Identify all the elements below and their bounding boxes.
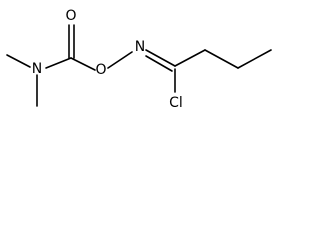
bond-n-methyl-left [6, 54, 31, 68]
bond-o-n [107, 51, 133, 69]
bond-chain-3 [237, 49, 272, 69]
chemical-structure-diagram: O N O N Cl [6, 8, 272, 111]
atom-label-carbonyl-oxygen: O [65, 8, 76, 24]
bond-chain-1 [174, 49, 206, 67]
bond-c-n [45, 57, 72, 69]
atom-label-chlorine: Cl [169, 95, 183, 111]
bond-c-o-ester [70, 57, 96, 71]
bond-n-c-imine-2 [145, 55, 173, 72]
atom-label-ester-oxygen: O [95, 62, 106, 78]
bond-chain-2 [204, 49, 239, 69]
bond-n-c-imine-1 [145, 49, 176, 67]
atom-label-amide-nitrogen: N [32, 61, 42, 77]
atom-label-imine-nitrogen: N [135, 39, 145, 55]
